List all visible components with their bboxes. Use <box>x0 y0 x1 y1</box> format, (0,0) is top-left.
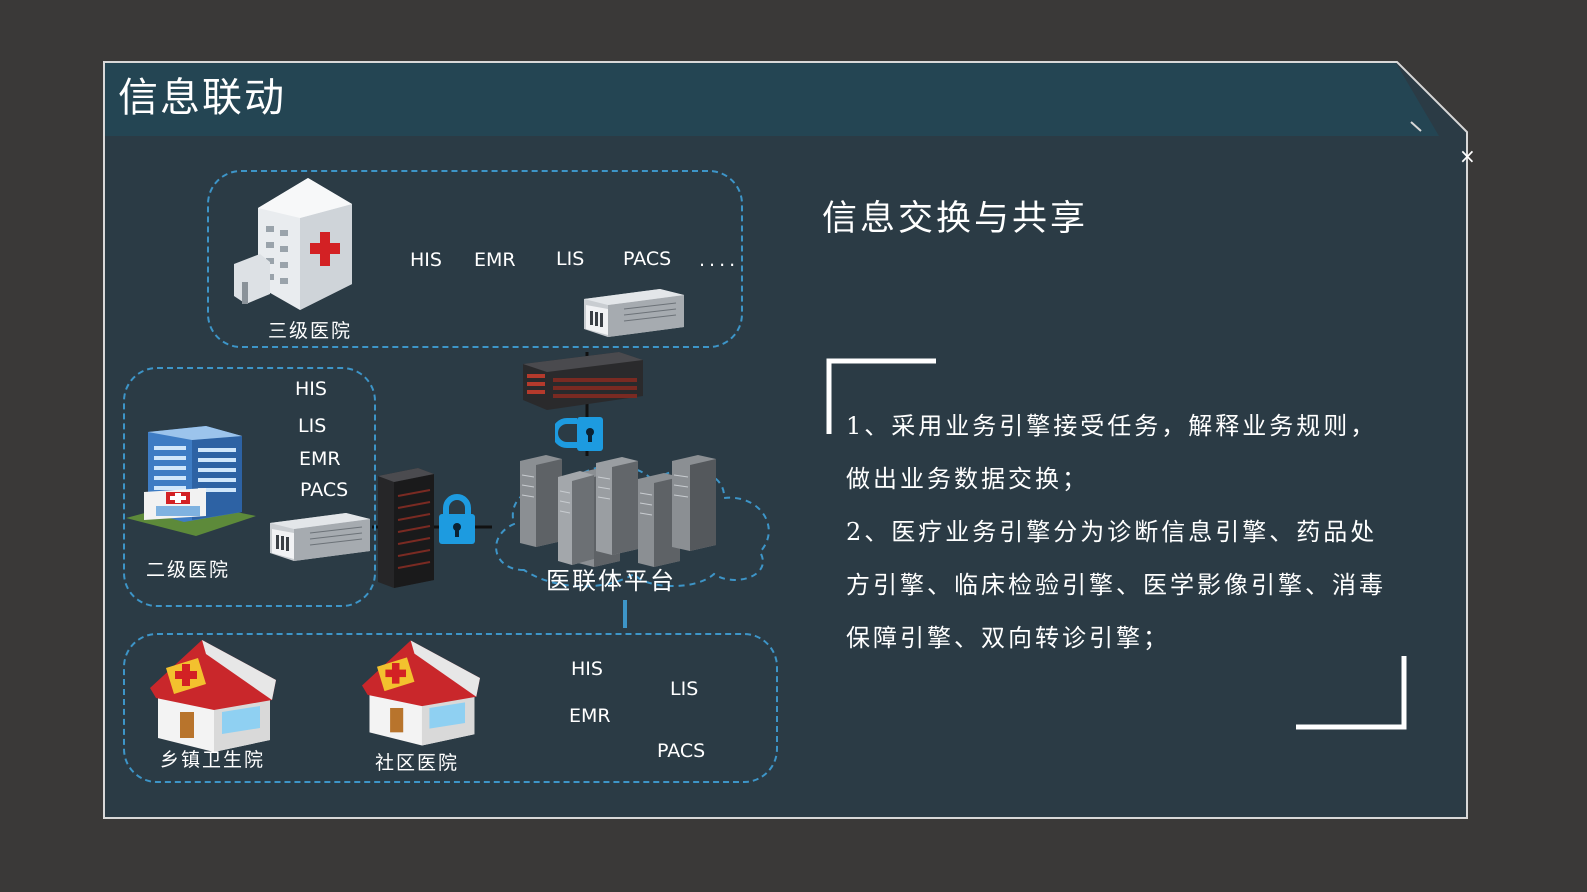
hospital-building-icon <box>234 178 352 310</box>
tertiary-system-emr: EMR <box>474 249 516 271</box>
bracket-bottom-right <box>1296 656 1407 730</box>
clinic-house-icon <box>362 640 480 746</box>
secondary-system-emr: EMR <box>299 448 341 470</box>
primary-care-group <box>123 633 778 783</box>
tertiary-system-lis: LIS <box>556 248 585 270</box>
point-1: 1、采用业务引擎接受任务，解释业务规则，做出业务数据交换； <box>846 412 1378 493</box>
primary-system-lis: LIS <box>670 678 699 700</box>
section-heading: 信息交换与共享 <box>822 199 1089 239</box>
tertiary-hospital-caption: 三级医院 <box>268 320 353 342</box>
hospital-building-icon <box>126 426 256 536</box>
primary-system-his: HIS <box>571 658 603 680</box>
tertiary-system-pacs: PACS <box>623 248 672 270</box>
lock-icon <box>439 494 475 544</box>
tertiary-system-his: HIS <box>410 249 442 271</box>
tertiary-hospital-group <box>207 170 743 348</box>
lock-icon <box>555 417 603 451</box>
server-icon <box>584 289 684 337</box>
server-icon <box>523 352 643 410</box>
bracket-top-left <box>826 358 936 434</box>
server-icon <box>378 468 434 588</box>
description-block: 1、采用业务引擎接受任务，解释业务规则，做出业务数据交换； 2、医疗业务引擎分为… <box>846 400 1391 665</box>
platform-caption: 医联体平台 <box>546 567 676 595</box>
page-title: 信息联动 <box>118 75 286 121</box>
server-icon <box>270 513 370 561</box>
township-clinic-caption: 乡镇卫生院 <box>160 749 266 771</box>
secondary-system-lis: LIS <box>298 415 327 437</box>
secondary-hospital-group <box>123 367 376 607</box>
secondary-system-pacs: PACS <box>300 479 349 501</box>
primary-system-pacs: PACS <box>657 740 706 762</box>
clinic-house-icon <box>150 640 276 752</box>
server-cluster-icon <box>520 455 716 567</box>
tertiary-system-more: .... <box>699 249 740 271</box>
primary-system-emr: EMR <box>569 705 611 727</box>
community-hospital-caption: 社区医院 <box>375 752 460 774</box>
point-2: 2、医疗业务引擎分为诊断信息引擎、药品处方引擎、临床检验引擎、医学影像引擎、消毒… <box>846 518 1386 652</box>
close-icon[interactable]: × <box>1459 144 1476 168</box>
secondary-system-his: HIS <box>295 378 327 400</box>
secondary-hospital-caption: 二级医院 <box>146 559 231 581</box>
